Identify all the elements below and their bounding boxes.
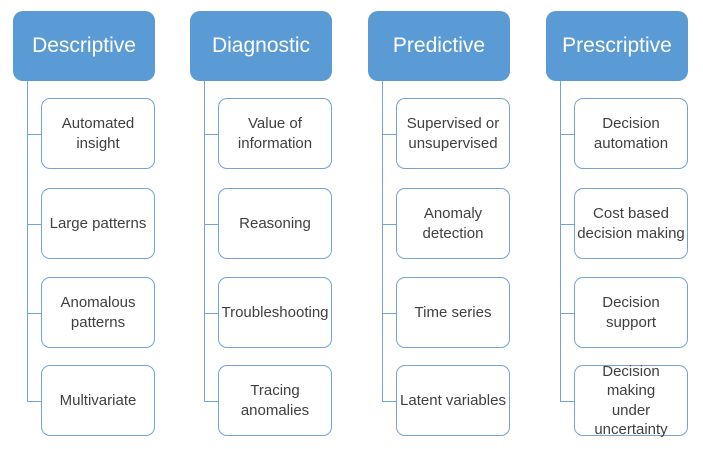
- column-descriptive: Descriptive Automated insight Large patt…: [13, 11, 155, 441]
- node-large-patterns: Large patterns: [27, 188, 155, 259]
- node-decision-support: Decision support: [560, 277, 688, 348]
- column-diagnostic: Diagnostic Value of information Reasonin…: [190, 11, 332, 441]
- node-time-series: Time series: [382, 277, 510, 348]
- node-troubleshooting: Troubleshooting: [204, 277, 332, 348]
- node-tracing-anomalies: Tracing anomalies: [204, 365, 332, 436]
- node-latent-variables: Latent variables: [382, 365, 510, 436]
- connector-line: [27, 79, 28, 401]
- node-value-of-information: Value of information: [204, 98, 332, 169]
- connector-line: [204, 79, 205, 401]
- node-cost-based-decision-making: Cost based decision making: [560, 188, 688, 259]
- node-supervised-or-unsupervised: Supervised or unsupervised: [382, 98, 510, 169]
- node-reasoning: Reasoning: [204, 188, 332, 259]
- node-automated-insight: Automated insight: [27, 98, 155, 169]
- category-header-diagnostic: Diagnostic: [190, 11, 332, 81]
- node-anomaly-detection: Anomaly detection: [382, 188, 510, 259]
- node-anomalous-patterns: Anomalous patterns: [27, 277, 155, 348]
- category-header-predictive: Predictive: [368, 11, 510, 81]
- column-prescriptive: Prescriptive Decision automation Cost ba…: [546, 11, 688, 441]
- column-predictive: Predictive Supervised or unsupervised An…: [368, 11, 510, 441]
- connector-line: [560, 79, 561, 401]
- node-decision-automation: Decision automation: [560, 98, 688, 169]
- node-decision-making-under-uncertainty: Decision making under uncertainty: [560, 363, 688, 438]
- node-multivariate: Multivariate: [27, 365, 155, 436]
- category-header-descriptive: Descriptive: [13, 11, 155, 81]
- connector-line: [382, 79, 383, 401]
- category-header-prescriptive: Prescriptive: [546, 11, 688, 81]
